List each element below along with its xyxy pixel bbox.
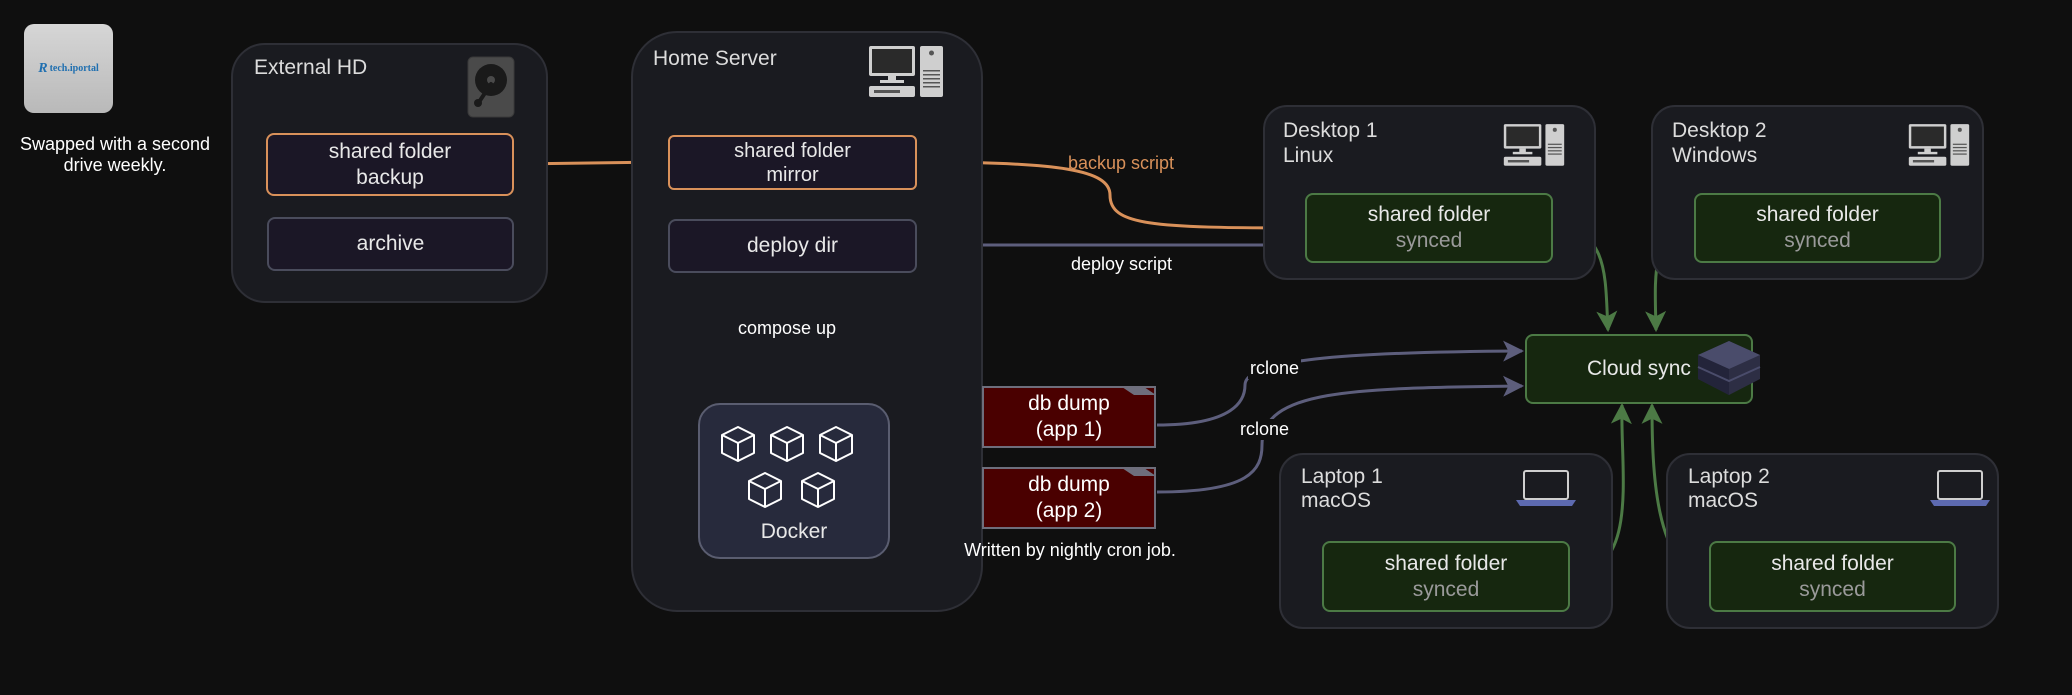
desktop2-title-line2: Windows [1672,144,1758,167]
desktop-computer-icon [1503,124,1565,166]
compose-up-label: compose up [738,318,837,338]
logo: R tech.iportal [24,24,113,113]
cloud-box-icon [1697,341,1761,395]
hd-backup-folder[interactable]: shared folder backup [266,133,514,196]
desktop2-title: Desktop 2 Windows [1672,118,1767,168]
laptop1-title: Laptop 1 macOS [1301,465,1383,513]
logo-text: tech.iportal [49,63,99,74]
desktop1-title-line2: Linux [1283,144,1334,167]
desktop2-title-line1: Desktop 2 [1672,119,1767,142]
db1-line1: db dump [1028,392,1110,415]
laptop2-shared-folder[interactable]: shared folder synced [1709,541,1956,612]
laptop2-shared-line1: shared folder [1771,551,1894,575]
desktop-computer-icon [1908,124,1970,166]
laptop1-shared-line2: synced [1412,577,1480,601]
desktop1-shared-folder[interactable]: shared folder synced [1305,193,1553,263]
cloud-sync-label: Cloud sync [1587,357,1691,380]
server-mirror-folder[interactable]: shared folder mirror [668,135,917,190]
db-dump-app1[interactable]: db dump (app 1) [982,386,1156,448]
server-mirror-line2: mirror [766,163,819,186]
laptop-icon [1516,470,1576,506]
laptop-icon [1930,470,1990,506]
db-dump-app2[interactable]: db dump (app 2) [982,467,1156,529]
server-deploy-label: deploy dir [746,234,839,257]
laptop2-title-line1: Laptop 2 [1688,465,1770,488]
laptop1-title-line2: macOS [1301,489,1372,512]
desktop2-shared-line1: shared folder [1756,203,1879,226]
logo-mark: R [38,60,48,76]
laptop2-title-line2: macOS [1688,489,1759,512]
laptop1-shared-folder[interactable]: shared folder synced [1322,541,1570,612]
laptop1-shared-line1: shared folder [1384,551,1508,575]
hd-backup-line2: backup [356,165,424,189]
logo-note: Swapped with a second drive weekly. [19,134,211,175]
laptop1-title-line1: Laptop 1 [1301,465,1383,488]
db1-line2: (app 1) [1035,418,1103,441]
docker-label: Docker [760,520,828,543]
external-hd-title: External HD [254,56,368,79]
hd-archive-label: archive [356,232,425,255]
rclone-label-1: rclone [1248,358,1302,379]
rclone-label-2: rclone [1238,419,1292,440]
desktop1-shared-line1: shared folder [1367,203,1491,226]
desktop1-title-line1: Desktop 1 [1283,119,1378,142]
backup-script-label: backup script [1068,153,1175,173]
server-mirror-line1: shared folder [734,139,851,162]
hd-archive[interactable]: archive [267,217,514,271]
hard-drive-icon [467,56,515,118]
docker-node[interactable] [698,403,890,559]
laptop2-title: Laptop 2 macOS [1688,465,1770,513]
laptop2-shared-line2: synced [1799,577,1866,601]
desktop1-shared-line2: synced [1395,229,1463,252]
hd-backup-line1: shared folder [328,139,452,163]
desktop-computer-icon [869,46,943,97]
db2-line2: (app 2) [1035,499,1103,522]
desktop2-shared-folder[interactable]: shared folder synced [1694,193,1941,263]
desktop2-shared-line2: synced [1784,229,1851,252]
deploy-script-label: deploy script [1071,254,1173,274]
server-deploy-dir[interactable]: deploy dir [668,219,917,273]
desktop1-title: Desktop 1 Linux [1283,118,1378,168]
db-note: Written by nightly cron job. [964,540,1176,560]
edge-backup-script [915,151,1305,230]
home-server-title: Home Server [653,47,777,70]
db2-line1: db dump [1028,473,1110,496]
container-cube-icon [721,426,853,508]
file-fold-icon [1122,387,1156,476]
